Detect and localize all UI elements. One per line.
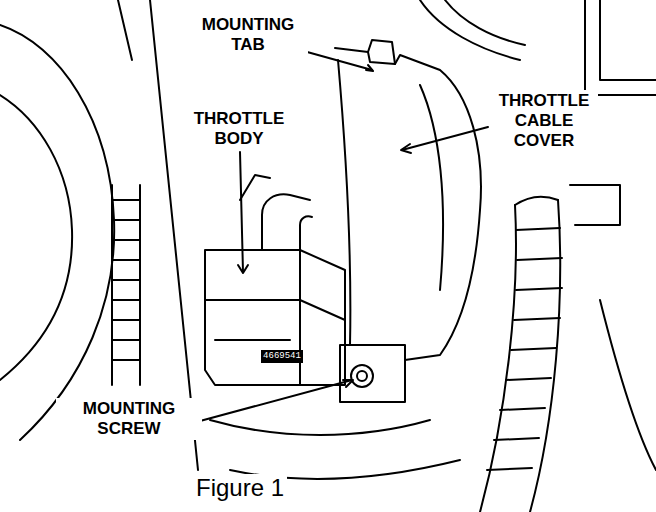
part-label: MOUNTING TAB — [188, 14, 308, 56]
part-label: THROTTLE BODY — [176, 108, 302, 150]
label-holder: MOUNTING TAB — [188, 14, 308, 56]
part-number: 4669541 — [261, 350, 303, 363]
label-holder: THROTTLE CABLE COVER — [490, 90, 598, 152]
part-label: THROTTLE CABLE COVER — [490, 90, 598, 152]
figure-caption: Figure 1 — [193, 474, 287, 502]
label-holder: MOUNTING SCREW — [56, 398, 202, 440]
label-holder: 4669541 — [252, 344, 312, 363]
label-holder: THROTTLE BODY — [176, 108, 302, 150]
label-holder: Figure 1 — [150, 474, 330, 502]
part-label: MOUNTING SCREW — [56, 398, 202, 440]
